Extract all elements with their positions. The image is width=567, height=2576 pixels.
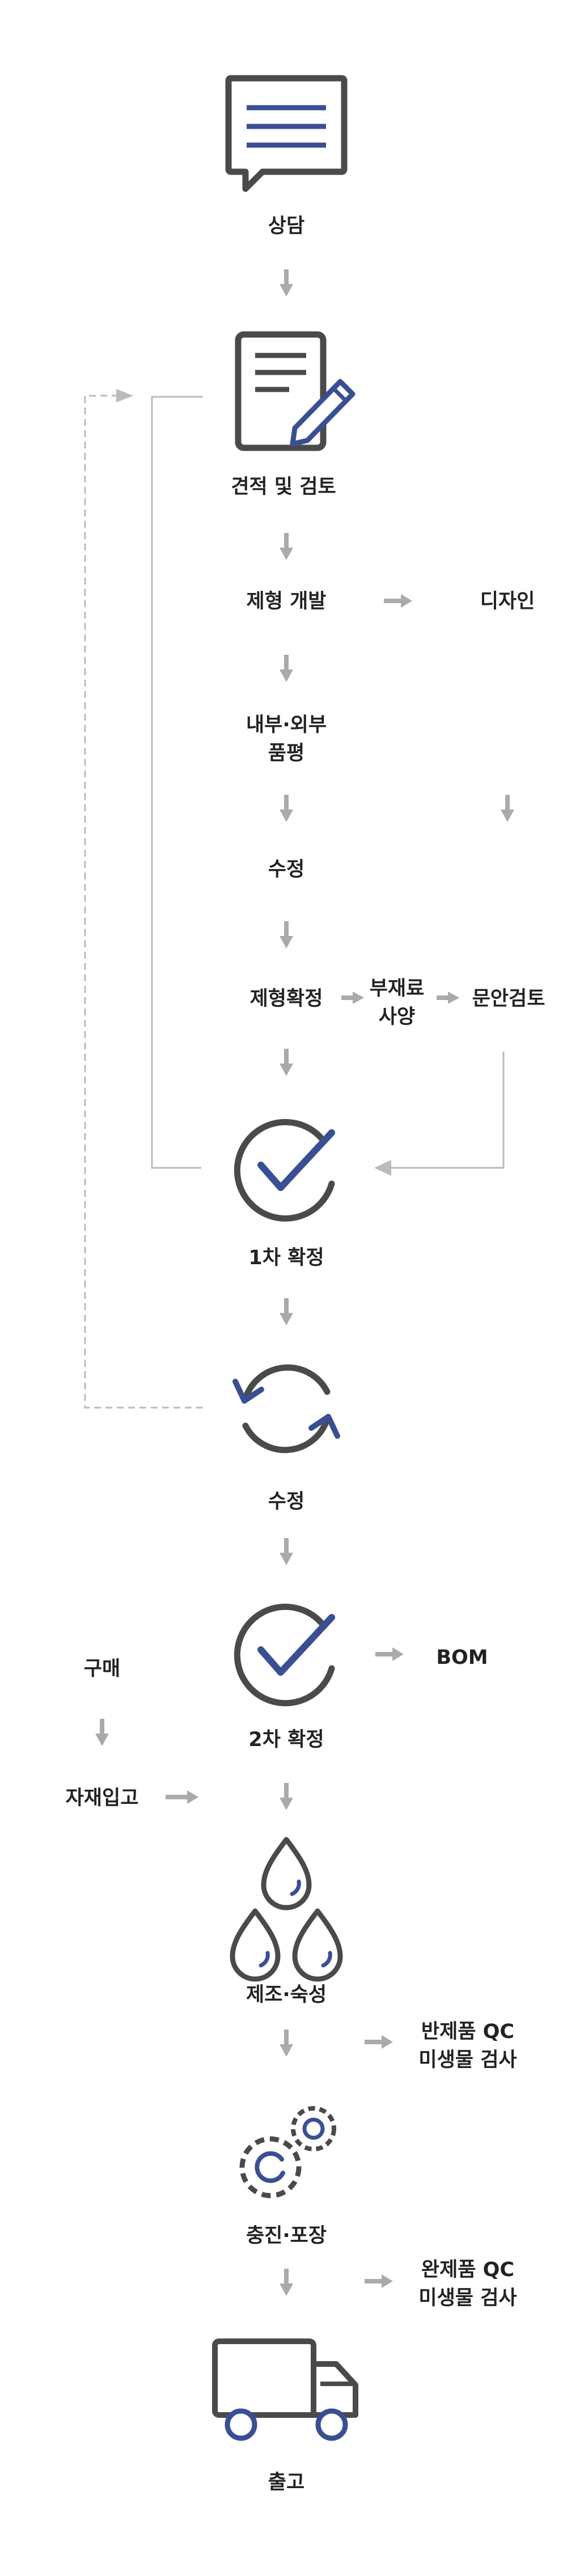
down-arrow — [280, 2269, 293, 2296]
step-finished-qc-line1: 완제품 QC — [421, 2259, 514, 2281]
check-icon — [234, 1603, 335, 1706]
step-subsidiary-spec-line2: 사양 — [379, 1006, 415, 1028]
right-arrow — [341, 992, 364, 1004]
right-arrow — [166, 1790, 198, 1804]
step-manufacture-aging: 제조·숙성 — [246, 1984, 327, 2006]
down-arrow — [280, 655, 293, 682]
step-fill-pack: 충진·포장 — [246, 2225, 327, 2247]
down-arrow — [280, 1783, 293, 1810]
truck-icon — [212, 2338, 358, 2441]
step-formula-confirm: 제형확정 — [250, 988, 323, 1010]
step-second-confirm: 2차 확정 — [248, 1728, 324, 1751]
copy-review-return-arrowhead — [374, 1160, 391, 1176]
speech-bubble-icon — [225, 75, 348, 192]
step-estimate-review: 견적 및 검토 — [231, 476, 336, 498]
down-arrow — [280, 1298, 293, 1325]
down-arrow-design — [501, 795, 514, 822]
step-copy-review: 문안검토 — [472, 988, 545, 1010]
loop-arrowhead — [116, 389, 133, 402]
right-arrow — [384, 594, 412, 608]
down-arrow — [280, 921, 293, 948]
right-arrows — [166, 594, 459, 2288]
step-labels: 상담 견적 및 검토 제형 개발 디자인 내부·외부 품평 수정 제형확정 부재… — [66, 215, 545, 2494]
right-arrow — [365, 2035, 393, 2049]
check-circle-icon — [234, 1118, 335, 1222]
right-arrow — [365, 2274, 393, 2288]
right-arrow — [375, 1647, 404, 1661]
refresh-icon — [232, 1364, 340, 1454]
down-arrows — [95, 269, 514, 2296]
down-arrow — [280, 1538, 293, 1565]
step-subsidiary-spec-line1: 부재료 — [370, 977, 425, 1000]
down-arrow — [280, 533, 293, 560]
loop-line-dashed — [84, 395, 203, 1409]
step-revision-2: 수정 — [268, 1490, 304, 1513]
document-pen-icon — [235, 331, 356, 451]
step-shipping: 출고 — [268, 2471, 304, 2494]
right-arrow — [437, 992, 459, 1004]
step-purchase: 구매 — [84, 1658, 120, 1680]
step-semi-qc-line1: 반제품 QC — [421, 2020, 514, 2043]
step-semi-qc-line2: 미생물 검사 — [418, 2049, 517, 2071]
step-design: 디자인 — [480, 590, 535, 613]
step-consult: 상담 — [268, 215, 304, 238]
droplets-icon — [230, 1837, 343, 1982]
step-finished-qc-line2: 미생물 검사 — [418, 2287, 517, 2310]
step-material-receiving: 자재입고 — [66, 1787, 139, 1810]
gears-icon — [239, 2106, 336, 2198]
down-arrow — [280, 795, 293, 822]
down-arrow-purchase — [95, 1719, 109, 1746]
copy-review-return-line — [380, 1052, 505, 1169]
step-formula-dev: 제형 개발 — [247, 590, 327, 613]
step-bom: BOM — [436, 1646, 488, 1669]
step-eval-line1: 내부·외부 — [246, 714, 327, 736]
step-eval-line2: 품평 — [268, 742, 304, 765]
step-first-confirm: 1차 확정 — [248, 1247, 324, 1269]
down-arrow — [280, 1049, 293, 1076]
connectors — [84, 389, 505, 1409]
down-arrow — [280, 269, 293, 296]
step-revision-1: 수정 — [268, 858, 304, 881]
down-arrow — [280, 2030, 293, 2057]
loop-line-solid — [151, 396, 203, 1169]
